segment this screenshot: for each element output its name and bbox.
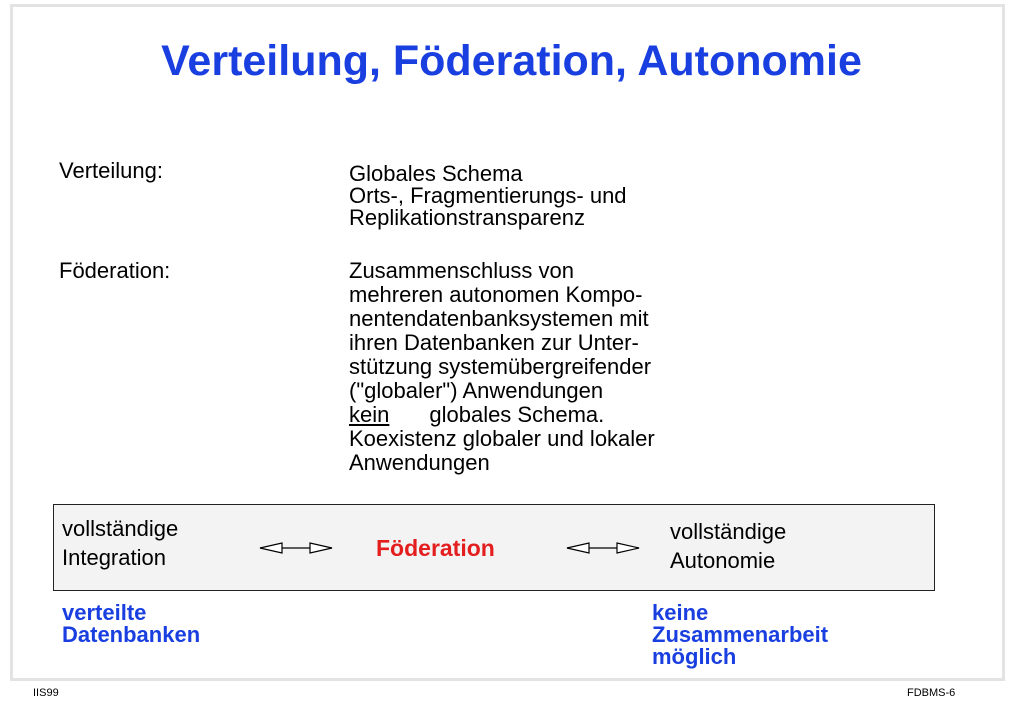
desc-line: Zusammenschluss von <box>349 258 574 283</box>
kein-rest: globales Schema. <box>429 402 605 427</box>
desc-foederation: Zusammenschluss von mehreren autonomen K… <box>349 259 749 475</box>
desc-line: Koexistenz globaler und lokaler <box>349 426 655 451</box>
desc-line: mehreren autonomen Kompo- <box>349 282 643 307</box>
desc-verteilung: Globales Schema Orts-, Fragmentierungs- … <box>349 163 749 229</box>
spectrum-right-line1: vollständige <box>670 519 787 544</box>
desc-line: Anwendungen <box>349 450 490 475</box>
desc-line: ihren Datenbanken zur Unter- <box>349 330 639 355</box>
spectrum-left: vollständige Integration <box>62 514 178 572</box>
desc-line-kein: kein globales Schema. <box>349 403 749 427</box>
desc-line: Globales Schema <box>349 161 523 186</box>
label-line: Zusammenarbeit <box>652 622 829 647</box>
desc-line: stützung systemübergreifender <box>349 354 652 379</box>
spectrum-center-label: Föderation <box>376 535 495 561</box>
footer-right: FDBMS-6 <box>907 687 956 699</box>
desc-line: Orts-, Fragmentierungs- und <box>349 183 627 208</box>
term-foederation: Föderation: <box>59 258 171 283</box>
spectrum-right: vollständige Autonomie <box>670 517 786 575</box>
footer-left: IIS99 <box>33 687 59 699</box>
kein-underlined: kein <box>349 402 390 427</box>
label-line: möglich <box>652 644 737 669</box>
slide-title: Verteilung, Föderation, Autonomie <box>161 37 862 85</box>
double-arrow-icon <box>259 542 333 554</box>
term-verteilung: Verteilung: <box>59 158 163 183</box>
desc-line: nentendatenbanksystemen mit <box>349 306 649 331</box>
double-arrow-icon <box>566 542 640 554</box>
desc-line: ("globaler") Anwendungen <box>349 378 604 403</box>
label-line: verteilte <box>62 600 147 625</box>
label-keine-zusammenarbeit: keine Zusammenarbeit möglich <box>652 602 828 668</box>
spectrum-left-line1: vollständige <box>62 516 179 541</box>
spectrum-box <box>53 504 935 591</box>
spectrum-right-line2: Autonomie <box>670 548 776 573</box>
spectrum-left-line2: Integration <box>62 545 166 570</box>
slide-frame <box>10 4 1005 681</box>
label-line: keine <box>652 600 709 625</box>
label-line: Datenbanken <box>62 622 201 647</box>
desc-line: Replikationstransparenz <box>349 205 586 230</box>
label-verteilte-datenbanken: verteilte Datenbanken <box>62 602 200 646</box>
